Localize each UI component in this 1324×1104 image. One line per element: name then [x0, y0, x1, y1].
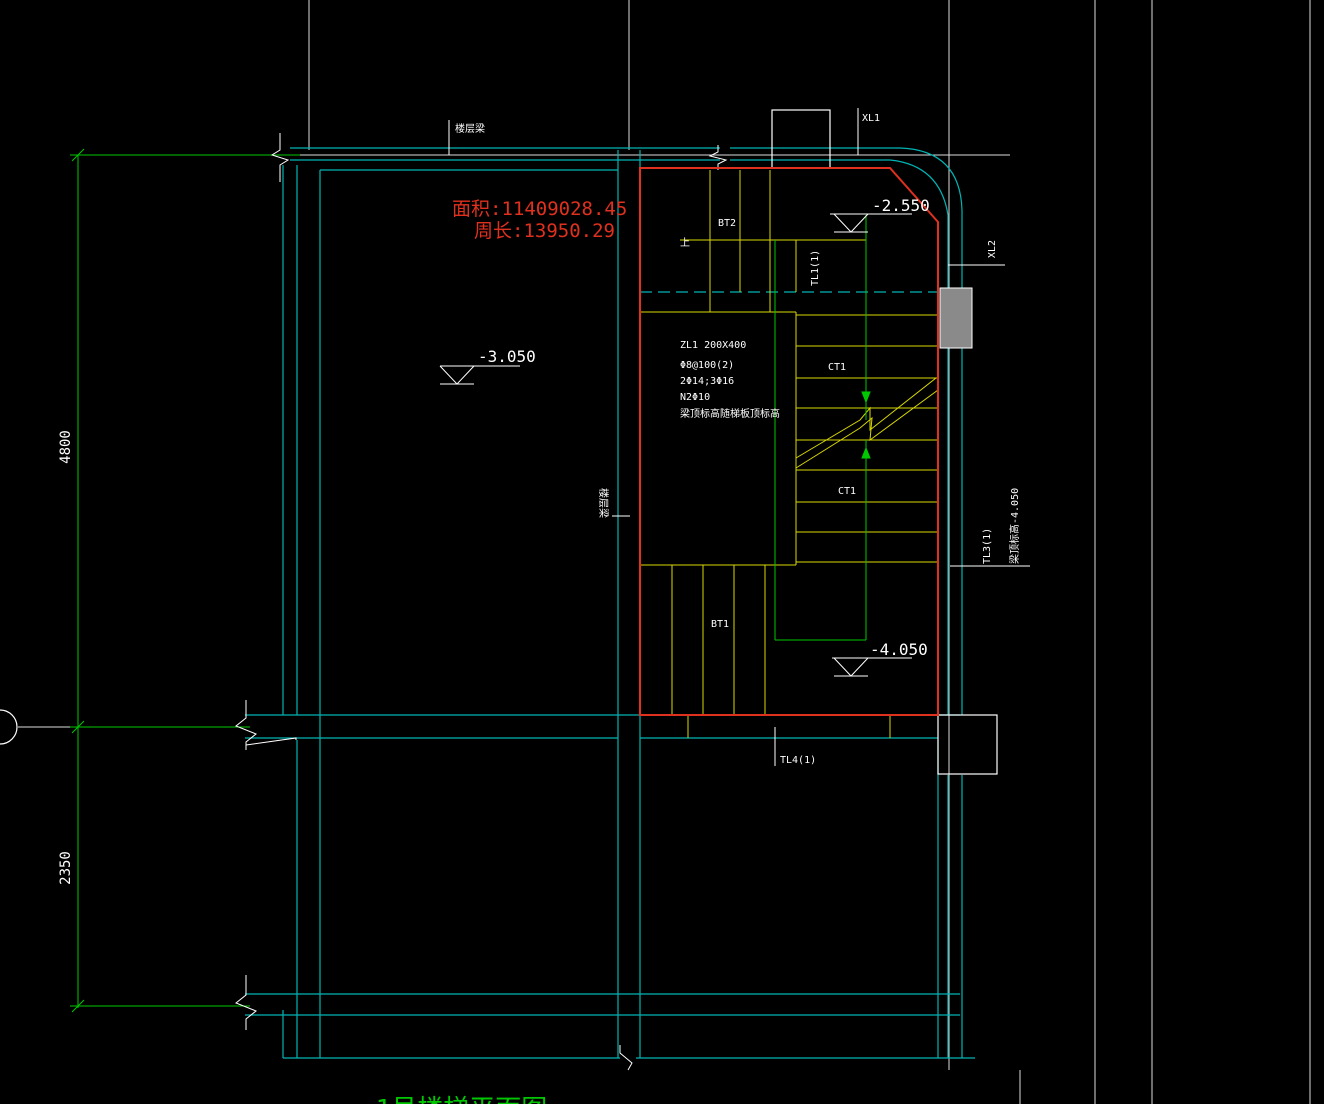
area-label: 面积:11409028.45 — [452, 198, 627, 220]
measured-region-outline — [639, 167, 939, 716]
dimension-upper: 4800 — [58, 430, 74, 464]
beam-spec-line5: 梁顶标高随梯板顶标高 — [680, 407, 780, 420]
label-bt1: BT1 — [711, 619, 729, 630]
stair-lines — [640, 170, 939, 738]
axis-grid-lines — [18, 0, 1311, 1104]
wall-lines — [245, 147, 975, 1059]
label-tl4: TL4(1) — [780, 755, 816, 766]
beam-spec-line1: ZL1 200X400 — [680, 340, 746, 351]
walking-line — [774, 215, 871, 641]
dimension-lines — [70, 148, 300, 1013]
label-ct1-upper: CT1 — [828, 362, 846, 373]
break-marks — [235, 133, 728, 1071]
label-tl3-note: 梁顶标高-4.050 — [1008, 488, 1021, 564]
label-floor-slab: 楼层梁 — [455, 122, 485, 135]
level-lower-landing: -4.050 — [870, 640, 928, 659]
beam-spec-line4: N2Φ10 — [680, 392, 710, 403]
label-floor-slab-side: 楼层梁 — [597, 488, 610, 518]
label-xl2: XL2 — [987, 240, 998, 258]
beam-spec-line3: 2Φ14;3Φ16 — [680, 376, 734, 387]
label-ct1-lower: CT1 — [838, 486, 856, 497]
label-tl1: TL1(1) — [810, 250, 821, 286]
label-tl3: TL3(1) — [982, 528, 993, 564]
level-symbols — [439, 213, 912, 677]
level-room: -3.050 — [478, 347, 536, 366]
axis-bubble — [0, 709, 18, 745]
label-xl1: XL1 — [862, 113, 880, 124]
label-up: 上 — [680, 237, 690, 249]
label-bt2: BT2 — [718, 218, 736, 229]
drawing-title: -1号楼梯平面图 — [360, 1095, 547, 1104]
perimeter-label: 周长:13950.29 — [474, 220, 615, 242]
beam-spec-line2: Φ8@100(2) — [680, 360, 734, 371]
dimension-lower: 2350 — [58, 851, 74, 885]
level-upper-landing: -2.550 — [872, 196, 930, 215]
hatched-column — [939, 287, 973, 349]
